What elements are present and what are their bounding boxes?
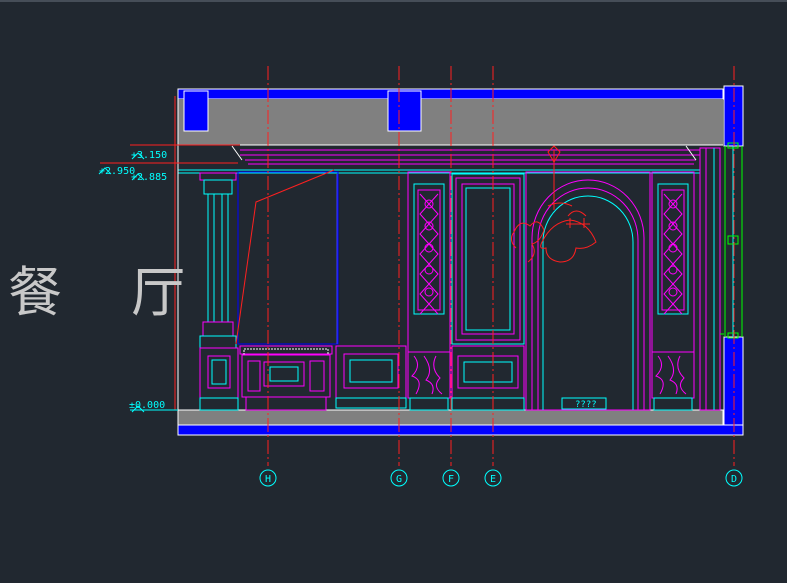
axis-bubble-g xyxy=(390,469,408,487)
axis-label-h: H xyxy=(265,474,271,485)
right-jamb xyxy=(699,147,724,411)
tag-label: ???? xyxy=(575,400,597,410)
axis-label-e: E xyxy=(490,474,496,485)
arch-opening xyxy=(525,171,651,411)
room-title: 餐 厅 xyxy=(8,261,212,324)
axis-lines xyxy=(267,66,735,466)
axis-bubbles xyxy=(259,469,743,487)
carved-pilaster-right xyxy=(651,171,695,411)
left-column xyxy=(199,172,239,411)
axis-label-d: D xyxy=(731,474,737,485)
axis-bubble-d xyxy=(725,469,743,487)
axis-bubble-e xyxy=(484,469,502,487)
axis-bubble-h xyxy=(259,469,277,487)
mirror-panel xyxy=(235,169,339,345)
level-label-0000: ±0.000 xyxy=(129,400,165,411)
chandelier xyxy=(510,145,597,263)
floor-slab xyxy=(177,409,744,436)
level-label-2885: +2.885 xyxy=(131,172,167,183)
axis-label-f: F xyxy=(448,474,454,485)
sideboard xyxy=(239,345,407,411)
level-label-2950: +2.950 xyxy=(99,166,135,177)
axis-label-g: G xyxy=(396,474,402,485)
level-label-3150: +3.150 xyxy=(131,150,167,161)
tall-panel xyxy=(451,173,525,411)
axis-bubble-f xyxy=(442,469,460,487)
dimension-lines xyxy=(98,89,240,435)
cornice xyxy=(178,145,700,174)
carved-pilaster-left xyxy=(407,171,451,411)
